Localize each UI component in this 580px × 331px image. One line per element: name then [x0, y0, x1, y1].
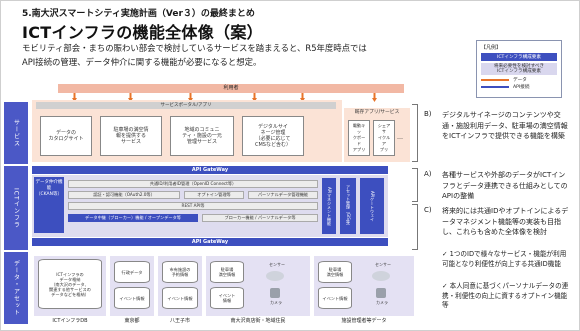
ict-db: ICTインフラの データ格納 （南大沢のデータ、 関連する他サービスの データな…: [38, 259, 102, 309]
optin-management: オプトイン管理等: [184, 191, 244, 199]
api-management-function: APIマネジメント機能: [322, 178, 336, 234]
local-parking-info: 駐車場 満空情報: [210, 261, 244, 283]
hachioji-event-info: イベント情報: [162, 287, 198, 309]
camera-label: カメラ: [270, 300, 282, 305]
subtitle-line-2: API接続の管理、データ仲介に関する機能が必要になると想定。: [22, 57, 262, 67]
page-subtitle: モビリティ部会・まちの賑わい部会で検討しているサービスを踏まえると、R5年度時点…: [22, 41, 442, 69]
data-mediation-function: データ仲介機能 （CKAN等）: [34, 177, 64, 233]
service-parking-info: 駐車場の満空情 報を提供する サービス: [100, 116, 162, 156]
legend: 【凡例】 ICTインフラ構成要素 将来必要性を検討すべき ICTインフラ構成要素…: [476, 40, 562, 98]
legend-ict-component: ICTインフラ構成要素: [481, 53, 557, 61]
personal-data-management: パーソナルデータ管理機能: [248, 191, 318, 199]
bullet-common-id: ✓ 1つのIDで様々なサービス・機能が利用可能となり利便性が向上する共通ID機能: [442, 250, 567, 268]
label-local: 南大沢商店街・地域住民: [230, 318, 286, 324]
description-c: 将来的には共通IDやオプトインによるデータマネジメント機能等の実装も目指し、これ…: [442, 207, 569, 236]
legend-api-line: [481, 86, 509, 88]
sensor-label: センサー: [269, 262, 285, 267]
private-event-info: イベント情報: [318, 287, 352, 309]
legend-title: 【凡例】: [481, 45, 502, 51]
down-arrow-icon: [300, 93, 305, 102]
private-parking-info: 駐車場 満空情報: [318, 261, 352, 283]
section-heading: 5.南大沢スマートシティ実施計画（Ver３）の最終まとめ: [22, 9, 255, 19]
sensor-icon: [266, 271, 284, 281]
brace-b: [412, 104, 418, 162]
legend-api-label: API接続: [513, 85, 530, 90]
page-title: ICTインフラの機能全体像（案）: [22, 23, 263, 42]
legend-data-label: データ: [513, 78, 527, 83]
down-arrow-icon: [372, 93, 377, 102]
brace-a: [412, 168, 418, 202]
brace-c: [412, 204, 418, 250]
description-b: デジタルサイネージのコンテンツや交通・施設利用データ、駐車場の満空情報をICTイ…: [442, 111, 568, 140]
band-service: サービス: [4, 102, 28, 164]
api-gateway-bottom: API GateWay: [32, 238, 388, 246]
broker-personal-data: ブローカー機能 / パーソナルデータ等: [202, 214, 318, 222]
authentication-function: 認証・認可機能（OAuth2.0等）: [68, 191, 180, 199]
hachioji-facility-reservation: 市有施設の 予約情報: [162, 261, 198, 283]
local-event-info: イベント 情報: [210, 287, 244, 309]
users-bar: 利用者: [58, 84, 404, 93]
marker-c: C): [424, 206, 432, 214]
legend-future-component: 将来必要性を検討すべき ICTインフラ構成要素: [481, 63, 557, 75]
sensor-icon: [372, 271, 390, 281]
asset-management-function: アセット管理（GIS等）: [340, 178, 356, 234]
api-gateway-top: API GateWay: [32, 166, 388, 174]
label-ict-db: ICTインフラDB: [52, 318, 88, 324]
down-arrow-icon: [128, 93, 133, 102]
existing-app-more: …: [397, 134, 403, 141]
common-id-management: 共通ID/利用者ID管理（OpenID Connect等）: [68, 180, 318, 188]
service-catalog-site: データの カタログサイト: [40, 116, 92, 156]
band-data: データ・アセット: [4, 252, 28, 324]
legend-api-row: API接続: [481, 84, 557, 90]
marker-a: A): [424, 170, 432, 178]
label-hachioji: 八王子市: [169, 318, 190, 324]
subtitle-line-1: モビリティ部会・まちの賑わい部会で検討しているサービスを踏まえると、R5年度時点…: [22, 43, 367, 53]
camera-label-2: カメラ: [376, 300, 388, 305]
existing-apps-title: 既存アプリ/サービス: [354, 110, 400, 115]
label-private: 施設管理者等データ: [341, 318, 387, 324]
camera-icon: [376, 288, 386, 298]
camera-icon: [270, 288, 280, 298]
down-arrow-icon: [72, 93, 77, 102]
marker-b: B): [424, 110, 432, 118]
description-a: 各種サービスや外部のデータがICTインフラとデータ連携できる仕組みとしてのAPI…: [442, 171, 568, 200]
existing-app-cycle: シェアサ イクルア プリ: [373, 120, 395, 156]
legend-data-row: データ: [481, 77, 557, 83]
down-arrow-icon: [188, 93, 193, 102]
rest-api: REST API等: [68, 202, 318, 210]
tokyo-event-info: イベント情報: [114, 287, 150, 309]
api-gateway-vertical: APIゲートウェイ: [360, 178, 384, 234]
existing-app-kickboard: 電動キッ クボード アプリ: [348, 120, 370, 156]
broker-open-data: データ中継（ブローカー）機能 / オープンデータ等: [68, 214, 198, 222]
bullet-optin: ✓ 本人同意に基づくパーソナルデータの連携・利便性の向上に資するオプトイン機能 …: [442, 282, 574, 309]
label-tokyo: 東京都: [124, 318, 140, 324]
legend-data-line: [481, 79, 509, 81]
service-community-facility: 地域のコミュニ ティ・施設の一元 管理サービス: [170, 116, 234, 156]
sensor-label-2: センサー: [375, 262, 391, 267]
down-arrow-icon: [252, 93, 257, 102]
band-ict: ICTインフラ: [4, 166, 28, 250]
tokyo-gov-data: 行政データ: [114, 261, 150, 283]
service-digital-signage: デジタルサイ ネージ管理 （必要に応じて CMSなど含む）: [242, 116, 304, 156]
service-portal-bar: サービスポータル/アプリ: [36, 102, 336, 109]
